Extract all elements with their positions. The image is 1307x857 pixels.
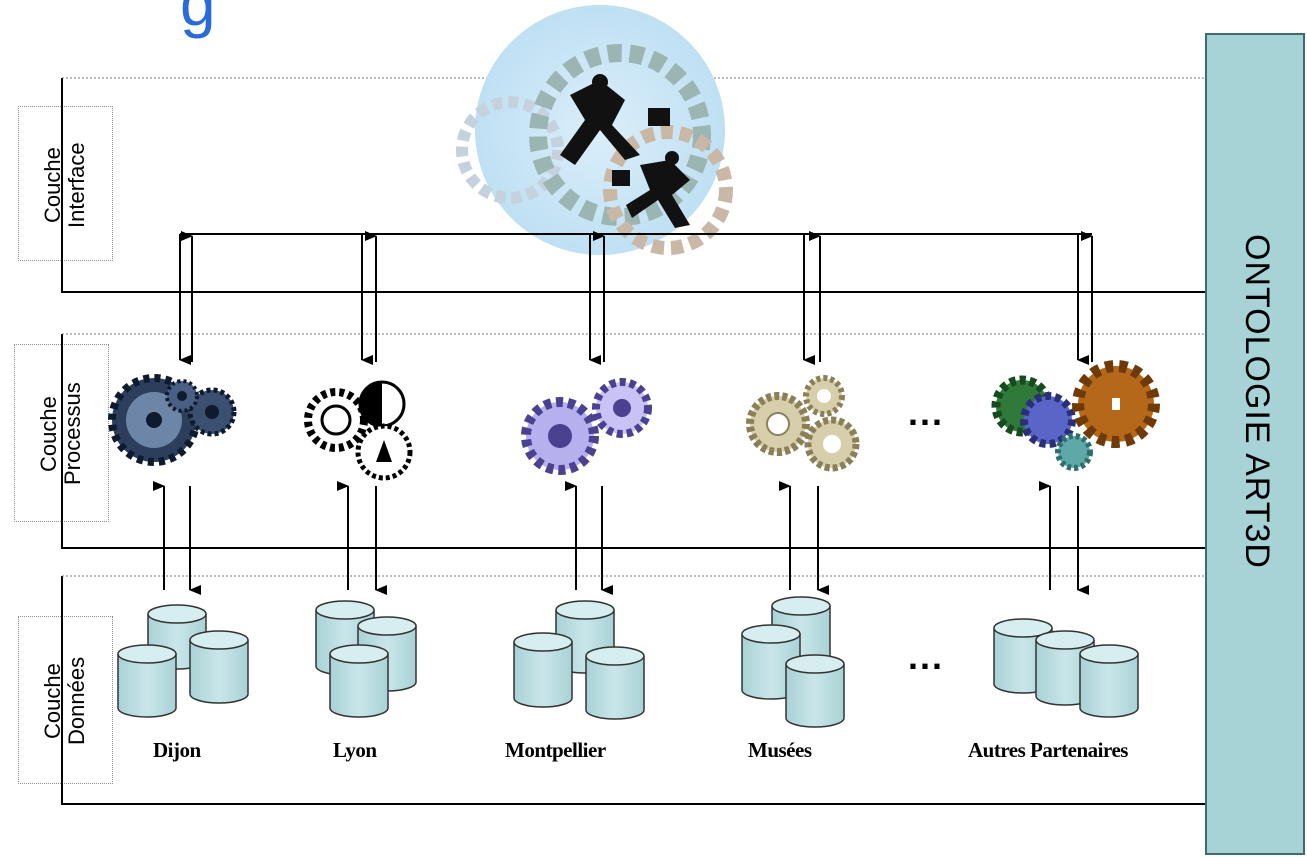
ontology-label: ONTOLOGIE ART3D <box>1238 234 1276 569</box>
autres-database-icon <box>993 618 1139 718</box>
autres-partenaires-label: Autres Partenaires <box>968 738 1128 762</box>
interface-process-arrows <box>179 231 1093 365</box>
interface-clipart <box>456 5 733 255</box>
dijon-process-gear-icon <box>108 374 237 466</box>
musees-process-gear-icon <box>746 375 860 472</box>
montpellier-label: Montpellier <box>505 738 606 762</box>
process-ellipsis: ... <box>908 392 945 433</box>
layer-frames <box>61 77 1205 805</box>
donnees-layer-label-box: Couche Données <box>18 616 113 784</box>
montpellier-database-icon <box>513 600 645 720</box>
musees-label: Musées <box>748 738 812 762</box>
dijon-database-icon <box>117 604 249 718</box>
musees-database-icon <box>741 596 845 728</box>
lyon-process-gear-icon <box>304 380 413 481</box>
lyon-database-icon <box>315 600 417 718</box>
ontology-panel <box>1205 33 1305 855</box>
dijon-label: Dijon <box>153 738 201 762</box>
lyon-label: Lyon <box>333 738 377 762</box>
montpellier-process-gear-icon <box>521 378 652 475</box>
autres-process-gear-icon <box>991 360 1160 471</box>
process-data-arrows <box>153 481 1089 595</box>
data-ellipsis: ... <box>908 636 945 677</box>
title-fragment: g <box>180 0 216 39</box>
interface-layer-label-box: Couche Interface <box>18 106 113 261</box>
